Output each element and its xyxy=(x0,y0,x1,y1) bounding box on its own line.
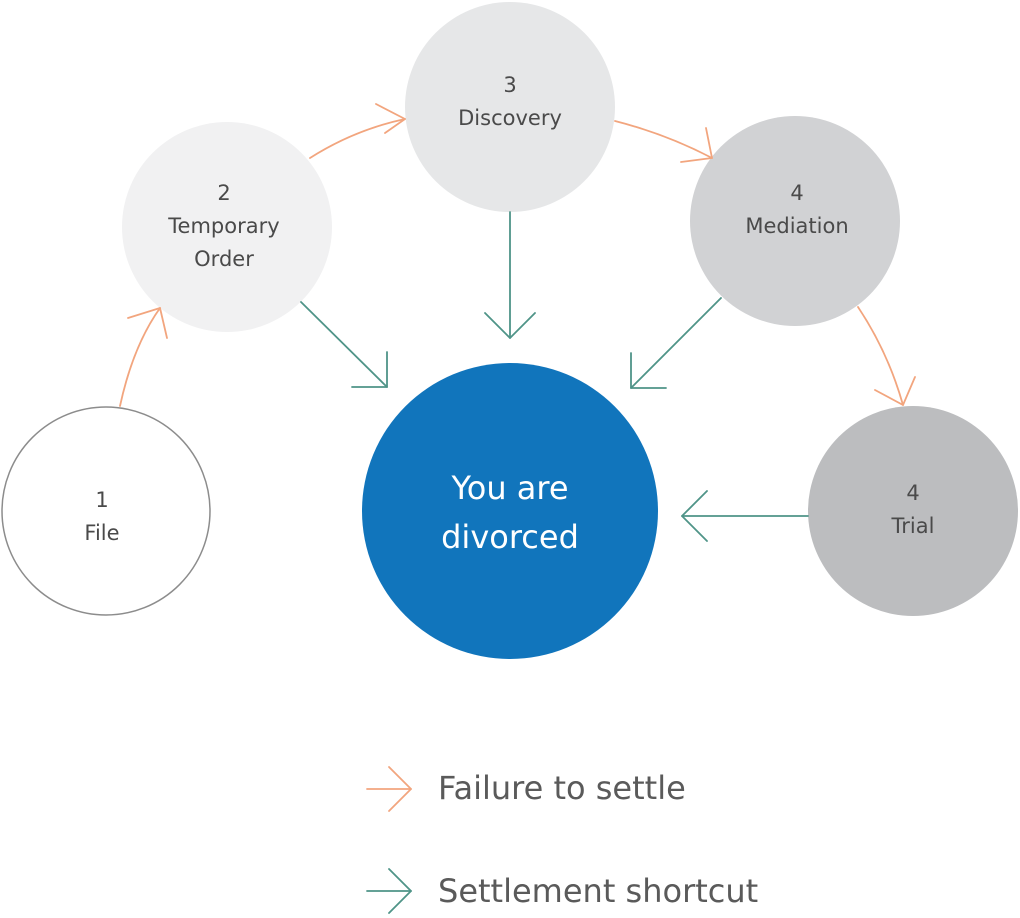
node-temporary-order-circle xyxy=(122,122,332,332)
legend-failure-label: Failure to settle xyxy=(438,769,686,807)
settlement-arrow-head xyxy=(630,352,667,389)
settlement-arrow-head xyxy=(484,312,536,339)
node-file-circle xyxy=(1,406,211,616)
node-mediation-circle xyxy=(690,116,900,326)
settlement-arrow-mediation xyxy=(630,297,722,389)
failure-arrow-head xyxy=(680,127,713,163)
legend-item-settlement: Settlement shortcut xyxy=(366,868,758,914)
node-mediation: 4 Mediation xyxy=(690,116,900,326)
node-trial-number: 4 xyxy=(906,481,919,505)
legend-settlement-arrow-head-icon xyxy=(388,868,412,914)
settlement-arrow-shaft xyxy=(300,301,388,388)
node-divorced-line1: You are xyxy=(450,469,568,507)
failure-arrow-temporary-order-to-discovery xyxy=(309,103,406,159)
node-temporary-order-label-line1: Temporary xyxy=(167,214,279,238)
node-discovery: 3 Discovery xyxy=(405,2,615,212)
node-discovery-circle xyxy=(405,2,615,212)
failure-arrow-mediation-to-trial xyxy=(857,306,916,406)
failure-arrow-shaft xyxy=(614,120,713,159)
node-divorced: You are divorced xyxy=(362,363,658,659)
failure-arrow-shaft xyxy=(309,118,406,159)
settlement-arrow-head xyxy=(681,490,708,542)
failure-arrow-shaft xyxy=(857,306,904,406)
node-discovery-label: Discovery xyxy=(458,106,562,130)
node-mediation-label: Mediation xyxy=(745,214,848,238)
legend-item-failure: Failure to settle xyxy=(366,766,686,812)
node-temporary-order-label-line2: Order xyxy=(194,247,254,271)
node-divorced-circle xyxy=(362,363,658,659)
legend: Failure to settle Settlement shortcut xyxy=(366,766,758,914)
node-divorced-line2: divorced xyxy=(441,518,579,556)
failure-arrow-shaft xyxy=(119,307,161,407)
legend-failure-arrow-head-icon xyxy=(388,766,412,812)
node-temporary-order: 2 Temporary Order xyxy=(122,122,332,332)
failure-arrow-head xyxy=(874,376,916,406)
settlement-arrow-head xyxy=(351,351,388,388)
failure-arrow-head xyxy=(127,307,168,339)
settlement-arrow-trial xyxy=(681,490,809,542)
node-trial-circle xyxy=(808,406,1018,616)
settlement-arrow-temporary-order xyxy=(300,301,388,388)
node-temporary-order-number: 2 xyxy=(217,181,230,205)
legend-settlement-label: Settlement shortcut xyxy=(438,872,758,910)
failure-arrow-head xyxy=(375,103,406,134)
node-trial: 4 Trial xyxy=(808,406,1018,616)
node-mediation-number: 4 xyxy=(790,181,803,205)
node-trial-label: Trial xyxy=(891,514,935,538)
node-file: 1 File xyxy=(1,406,211,616)
failure-arrow-file-to-temporary-order xyxy=(119,307,168,407)
settlement-arrow-discovery xyxy=(484,211,536,339)
failure-arrow-discovery-to-mediation xyxy=(614,120,713,163)
node-file-number: 1 xyxy=(95,488,108,512)
node-file-label: File xyxy=(84,521,119,545)
settlement-arrow-shaft xyxy=(630,297,722,389)
node-discovery-number: 3 xyxy=(503,73,516,97)
